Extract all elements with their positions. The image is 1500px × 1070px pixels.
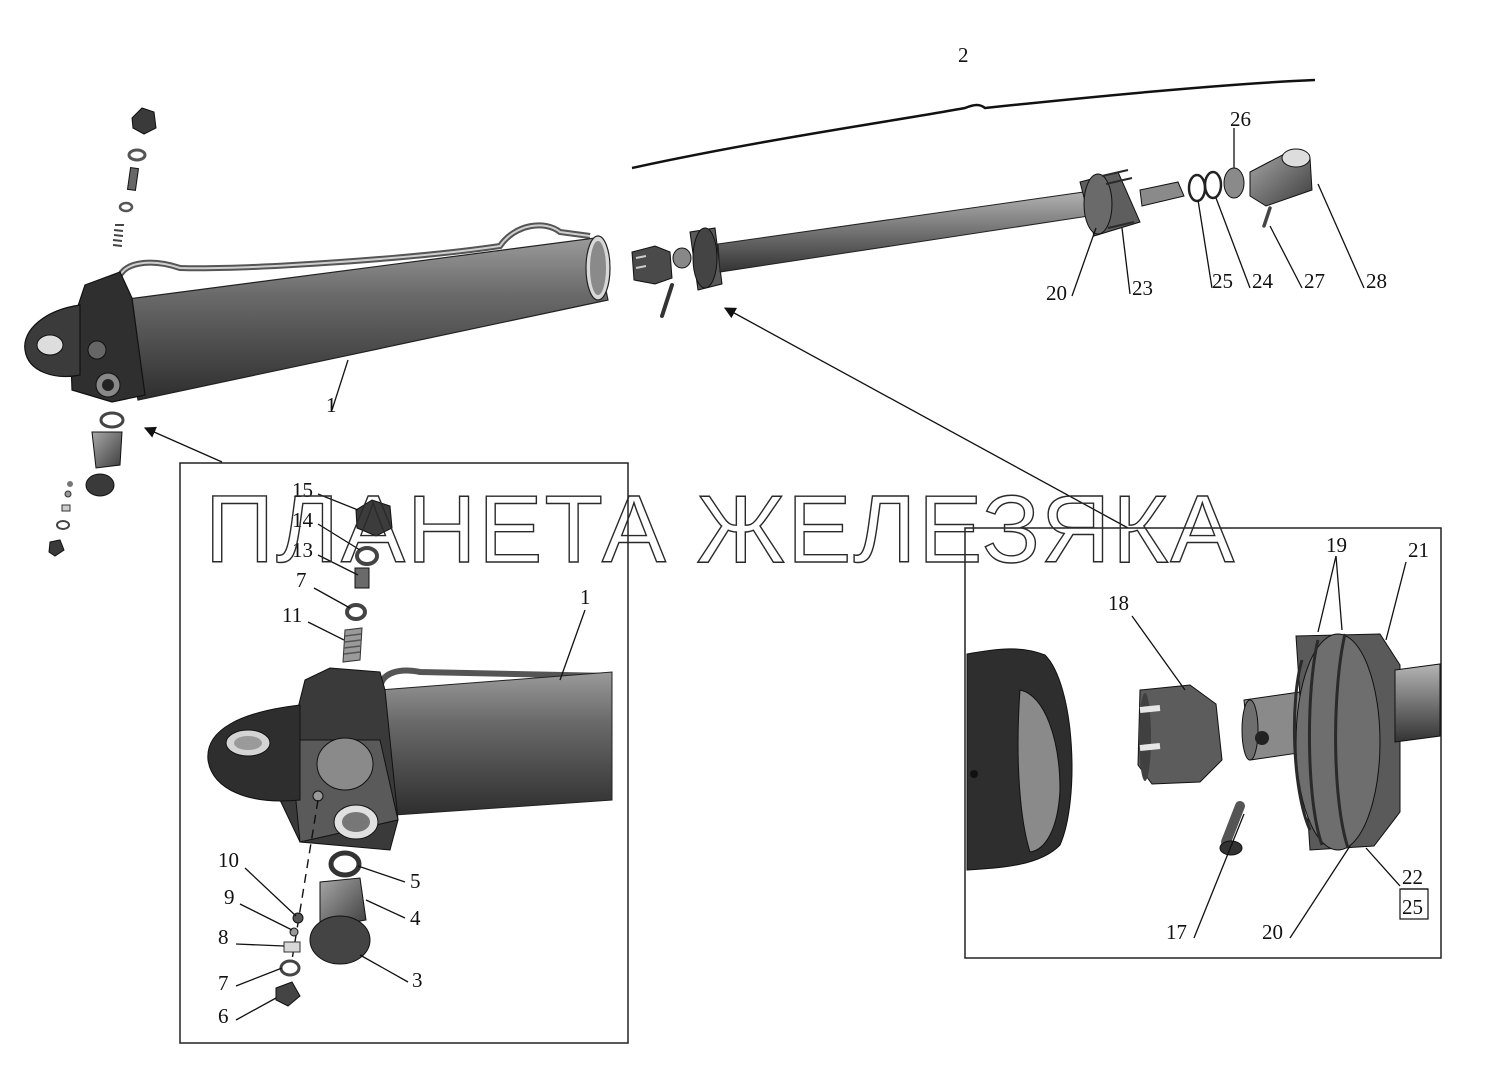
callout-3: 3 bbox=[412, 968, 423, 992]
callout-7-bottom: 7 bbox=[218, 971, 229, 995]
callout-26: 26 bbox=[1230, 107, 1251, 131]
bushing-26 bbox=[1223, 167, 1245, 199]
callout-2: 2 bbox=[958, 43, 969, 67]
callout-5: 5 bbox=[410, 869, 421, 893]
callout-1-inset: 1 bbox=[580, 585, 591, 609]
inset-frame-piston bbox=[964, 527, 1442, 959]
callout-11: 11 bbox=[282, 603, 302, 627]
group-brace bbox=[631, 78, 1316, 170]
callout-6: 6 bbox=[218, 1004, 229, 1028]
callout-21: 21 bbox=[1408, 538, 1429, 562]
seal-ring-25 bbox=[1187, 173, 1207, 203]
callout-28: 28 bbox=[1366, 269, 1387, 293]
main-cylinder-assembly bbox=[24, 107, 611, 557]
watermark-text: ПЛАНЕТА ЖЕЛЕЗЯКА bbox=[205, 476, 1236, 583]
castle-nut bbox=[631, 245, 673, 285]
callout-22: 22 bbox=[1402, 865, 1423, 889]
piston-rod-assembly bbox=[631, 148, 1313, 318]
arrow-to-head bbox=[143, 426, 223, 463]
callout-9: 9 bbox=[224, 885, 235, 909]
callout-20-main: 20 bbox=[1046, 281, 1067, 305]
callout-25-main: 25 bbox=[1212, 269, 1233, 293]
inset-head-detail bbox=[207, 499, 613, 1007]
callout-20-inset: 20 bbox=[1262, 920, 1283, 944]
callout-24: 24 bbox=[1252, 269, 1274, 293]
callout-7-top: 7 bbox=[296, 568, 307, 592]
callout-25-inset: 25 bbox=[1402, 895, 1423, 919]
callout-1-main: 1 bbox=[326, 393, 337, 417]
callout-13: 13 bbox=[292, 538, 313, 562]
arrow-to-piston bbox=[723, 307, 1129, 529]
pin-27 bbox=[1262, 206, 1272, 228]
callout-15: 15 bbox=[292, 478, 313, 502]
inset-piston-detail bbox=[966, 633, 1441, 871]
callout-17: 17 bbox=[1166, 920, 1187, 944]
cotter-pin bbox=[660, 283, 674, 318]
piston-rod bbox=[717, 189, 1103, 273]
callout-10: 10 bbox=[218, 848, 239, 872]
callout-18: 18 bbox=[1108, 591, 1129, 615]
callout-14: 14 bbox=[292, 508, 314, 532]
upper-valve-parts bbox=[112, 107, 157, 247]
seal-ring-24 bbox=[1203, 170, 1223, 200]
callout-19: 19 bbox=[1326, 533, 1347, 557]
inset-frame-head bbox=[179, 462, 629, 1044]
lower-valve-parts bbox=[48, 411, 125, 557]
callout-8: 8 bbox=[218, 925, 229, 949]
callout-4: 4 bbox=[410, 906, 421, 930]
callout-27: 27 bbox=[1304, 269, 1325, 293]
callout-23: 23 bbox=[1132, 276, 1153, 300]
